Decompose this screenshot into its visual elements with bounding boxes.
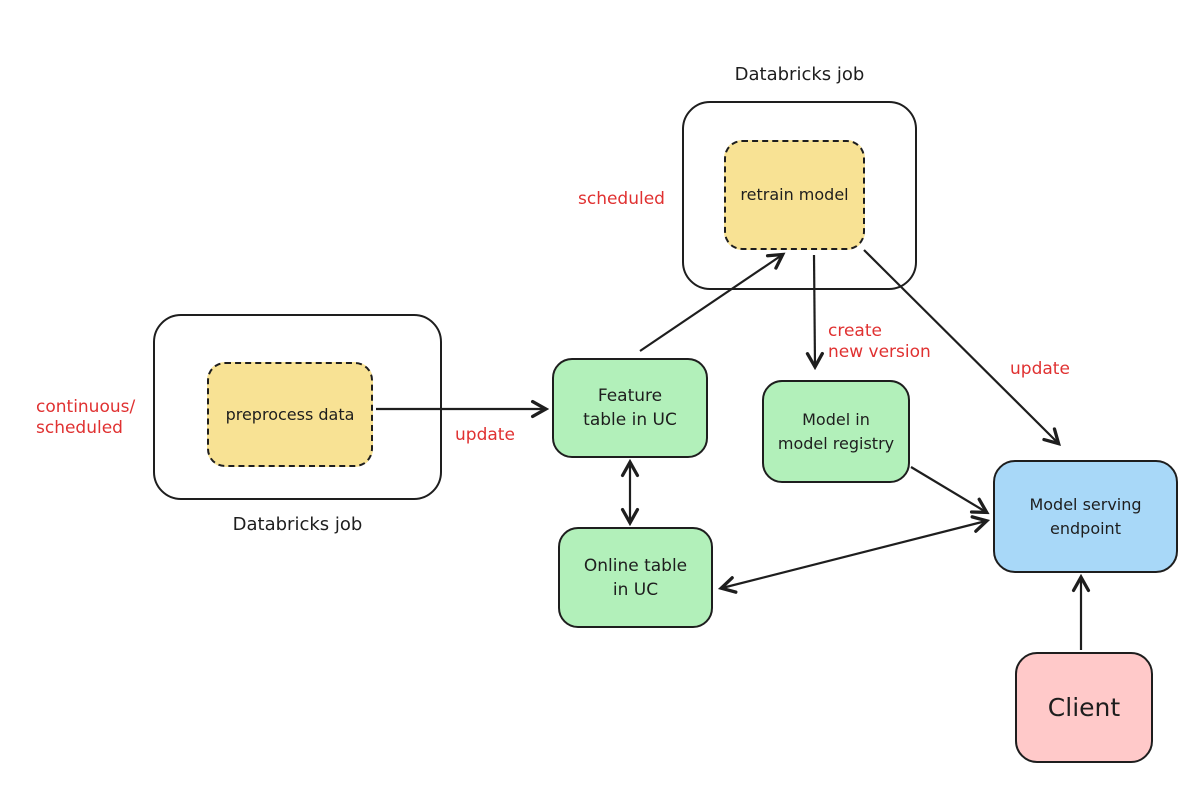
edge-label-create-new-version: create new version: [828, 321, 931, 363]
feature-table-label: Feature table in UC: [583, 384, 677, 432]
edge-label-update-feature: update: [455, 425, 515, 445]
serving-endpoint-label: Model serving endpoint: [1029, 493, 1141, 541]
serving-endpoint-line2: endpoint: [1050, 518, 1121, 538]
feature-table-line2: table in UC: [583, 410, 677, 430]
node-serving-endpoint: Model serving endpoint: [993, 460, 1178, 573]
top-job-label: Databricks job: [734, 64, 865, 85]
node-client: Client: [1015, 652, 1153, 763]
feature-table-line1: Feature: [597, 386, 663, 406]
node-feature-table: Feature table in UC: [552, 358, 708, 458]
online-table-line1: Online table: [583, 555, 688, 576]
left-job-container: [153, 314, 442, 500]
model-registry-label: Model in model registry: [778, 408, 894, 456]
model-registry-line1: Model in: [802, 409, 870, 429]
annotation-continuous-line1: continuous/: [36, 397, 136, 417]
node-preprocess-data: preprocess data: [207, 362, 373, 467]
online-table-line2: in UC: [612, 579, 659, 600]
preprocess-data-label: preprocess data: [225, 404, 355, 424]
serving-endpoint-line1: Model serving: [1029, 494, 1142, 514]
left-job-label: Databricks job: [232, 514, 363, 535]
top-job-container: [682, 101, 917, 290]
node-retrain-model: retrain model: [724, 140, 865, 250]
annotation-continuous-scheduled: continuous/ scheduled: [36, 397, 135, 439]
annotation-continuous-line2: scheduled: [36, 418, 123, 438]
annotation-scheduled: scheduled: [578, 189, 665, 209]
online-table-label: Online table in UC: [584, 554, 687, 602]
client-label: Client: [1047, 692, 1121, 722]
model-registry-line2: model registry: [777, 433, 895, 453]
create-new-version-line1: create: [828, 321, 882, 341]
edge-endpoint-online-sync: [722, 521, 986, 588]
node-model-registry: Model in model registry: [762, 380, 910, 483]
create-new-version-line2: new version: [828, 342, 931, 362]
edge-label-update-endpoint: update: [1010, 359, 1070, 379]
edge-registry-to-endpoint: [910, 466, 986, 512]
retrain-model-label: retrain model: [740, 185, 849, 204]
node-online-table: Online table in UC: [558, 527, 713, 628]
